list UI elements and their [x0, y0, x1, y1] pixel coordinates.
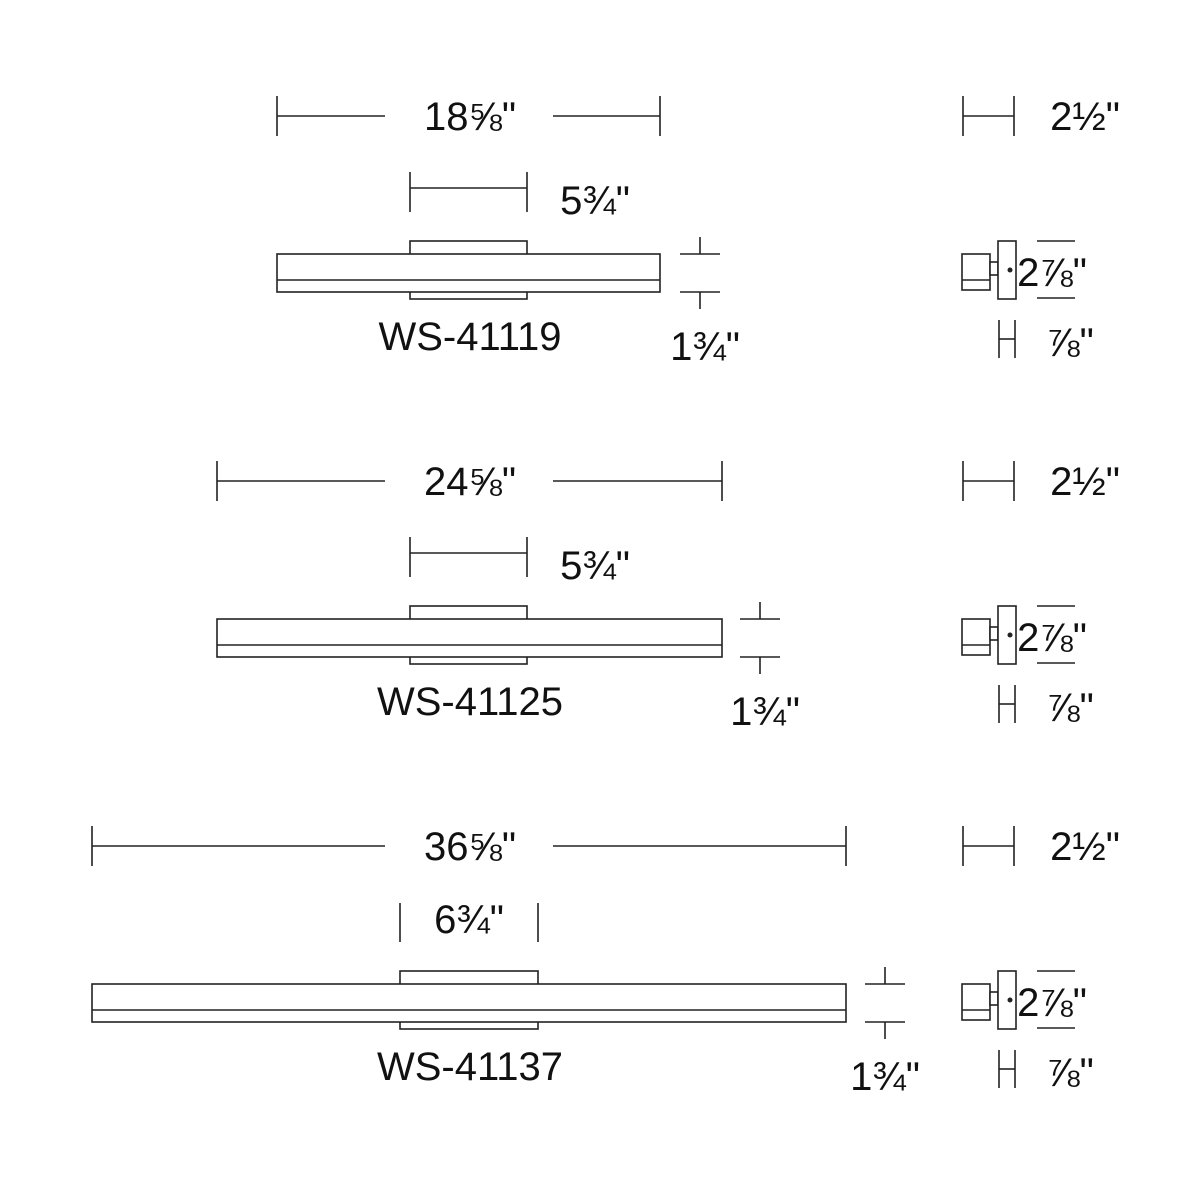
height-label: 1¾"	[730, 690, 800, 734]
side-stem	[989, 626, 999, 641]
screw-icon	[1007, 632, 1013, 638]
backplate-width-label: 5¾"	[560, 179, 630, 223]
side-height-label: 2⅞"	[1017, 981, 1087, 1025]
light-bar	[91, 983, 847, 1023]
side-housing	[961, 618, 991, 656]
side-depth-label: ⅞"	[1046, 686, 1094, 730]
height-label: 1¾"	[850, 1055, 920, 1099]
side-width-label: 2½"	[1050, 460, 1120, 504]
side-width-label: 2½"	[1050, 825, 1120, 869]
backplate-width-label: 6¾"	[434, 898, 504, 942]
side-plate	[997, 605, 1017, 665]
side-depth-label: ⅞"	[1046, 321, 1094, 365]
model-label: WS-41125	[377, 680, 563, 724]
backplate-width-label: 5¾"	[560, 544, 630, 588]
light-bar	[216, 618, 723, 658]
screw-icon	[1007, 267, 1013, 273]
side-stem	[989, 261, 999, 276]
overall-length-label: 18⅝"	[424, 95, 516, 139]
side-plate	[997, 240, 1017, 300]
fixture-group: 36⅝" 6¾" WS-41137 1¾" 2½" 2⅞" ⅞"	[91, 825, 1120, 1099]
height-label: 1¾"	[670, 325, 740, 369]
fixture-group: 18⅝" 5¾" WS-41119 1¾" 2½" 2⅞" ⅞"	[276, 95, 1120, 369]
backplate-top	[409, 240, 528, 256]
backplate-top	[399, 970, 539, 986]
side-depth-label: ⅞"	[1046, 1051, 1094, 1095]
side-plate	[997, 970, 1017, 1030]
side-housing	[961, 983, 991, 1021]
model-label: WS-41137	[377, 1045, 563, 1089]
side-width-label: 2½"	[1050, 95, 1120, 139]
side-height-label: 2⅞"	[1017, 251, 1087, 295]
overall-length-label: 36⅝"	[424, 825, 516, 869]
side-housing	[961, 253, 991, 291]
overall-length-label: 24⅝"	[424, 460, 516, 504]
backplate-top	[409, 605, 528, 621]
light-bar	[276, 253, 661, 293]
fixture-group: 24⅝" 5¾" WS-41125 1¾" 2½" 2⅞" ⅞"	[216, 460, 1120, 734]
model-label: WS-41119	[378, 315, 561, 359]
screw-icon	[1007, 997, 1013, 1003]
side-height-label: 2⅞"	[1017, 616, 1087, 660]
side-stem	[989, 991, 999, 1006]
